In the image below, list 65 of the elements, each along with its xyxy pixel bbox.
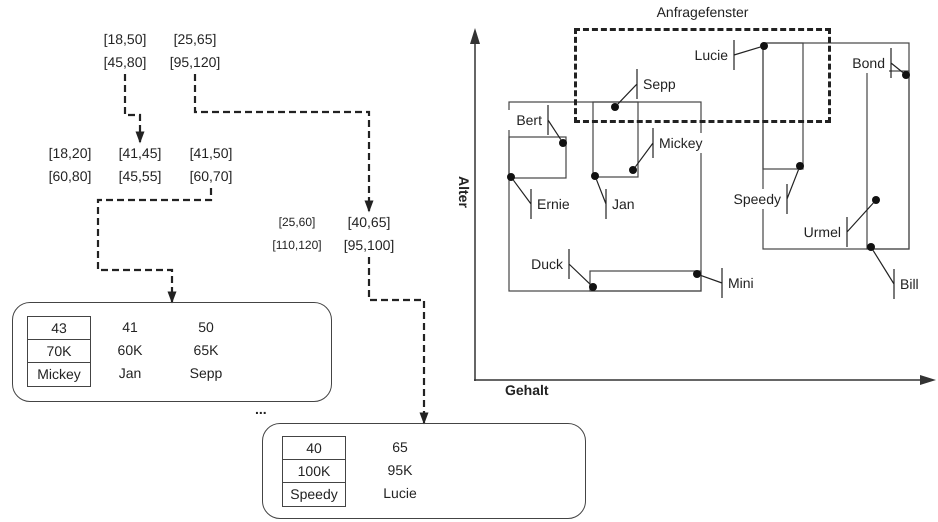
leader-line xyxy=(846,202,874,248)
interval-label: [41,45] xyxy=(118,144,162,163)
interval-label: [25,65] xyxy=(172,30,218,49)
leaf-node-box xyxy=(262,423,586,519)
data-point xyxy=(760,42,768,50)
interval-label: [95,120] xyxy=(168,53,222,72)
leader-line xyxy=(872,250,895,300)
data-point xyxy=(611,103,619,111)
data-point xyxy=(507,173,515,181)
leader-line xyxy=(634,127,654,168)
leader-line xyxy=(700,267,723,299)
record-value: 50 xyxy=(197,318,215,337)
record-value: Jan xyxy=(118,364,142,383)
record-value: 41 xyxy=(121,318,139,337)
record-value: 95K xyxy=(386,461,414,480)
data-point xyxy=(902,71,910,79)
interval-label: [25,60] xyxy=(278,214,316,231)
leader-line xyxy=(512,180,532,220)
data-point xyxy=(693,270,701,278)
arrow xyxy=(96,188,212,304)
axis-label: Alter xyxy=(455,176,473,208)
interval-label: [18,50] xyxy=(102,30,148,49)
arrow xyxy=(194,74,374,212)
window-title: Anfragefenster xyxy=(656,4,750,20)
table-cell-text: 43 xyxy=(50,319,68,338)
table-cell: 70K xyxy=(28,339,90,362)
record-table xyxy=(282,436,346,507)
interval-label: [60,70] xyxy=(188,167,234,186)
interval-label: [45,80] xyxy=(102,53,148,72)
data-point xyxy=(867,243,875,251)
table-cell-text: 40 xyxy=(305,439,323,458)
arrow xyxy=(124,74,144,144)
data-point xyxy=(559,139,567,147)
data-point xyxy=(629,166,637,174)
interval-label: [40,65] xyxy=(346,213,392,232)
interval-label: [110,120] xyxy=(271,237,323,254)
table-cell: Mickey xyxy=(28,362,90,385)
data-point xyxy=(591,172,599,180)
data-point xyxy=(589,283,597,291)
record-value: 60K xyxy=(116,341,144,360)
record-value: 65K xyxy=(192,341,220,360)
data-point xyxy=(796,162,804,170)
leaf-node-box xyxy=(12,302,332,402)
record-value: 65 xyxy=(391,438,409,457)
table-cell: Speedy xyxy=(283,482,345,505)
table-cell: 100K xyxy=(283,459,345,482)
leader-line xyxy=(568,248,591,285)
interval-label: [18,20] xyxy=(48,144,92,163)
leader-line xyxy=(617,68,638,105)
arrow xyxy=(368,257,428,424)
leader-line xyxy=(547,104,562,140)
leader-line xyxy=(596,179,607,220)
axis-label: Gehalt xyxy=(505,381,549,399)
data-point xyxy=(872,196,880,204)
record-value: Sepp xyxy=(188,364,224,383)
leader-line xyxy=(890,47,904,79)
ellipsis-text: ... xyxy=(255,400,267,418)
record-table xyxy=(27,316,91,387)
interval-label: [41,50] xyxy=(188,144,234,163)
interval-label: [95,100] xyxy=(342,236,396,255)
record-value: Lucie xyxy=(382,484,418,503)
interval-label: [60,80] xyxy=(48,167,92,186)
interval-label: [45,55] xyxy=(118,167,162,186)
leader-line xyxy=(733,39,761,71)
leader-line xyxy=(786,169,800,215)
